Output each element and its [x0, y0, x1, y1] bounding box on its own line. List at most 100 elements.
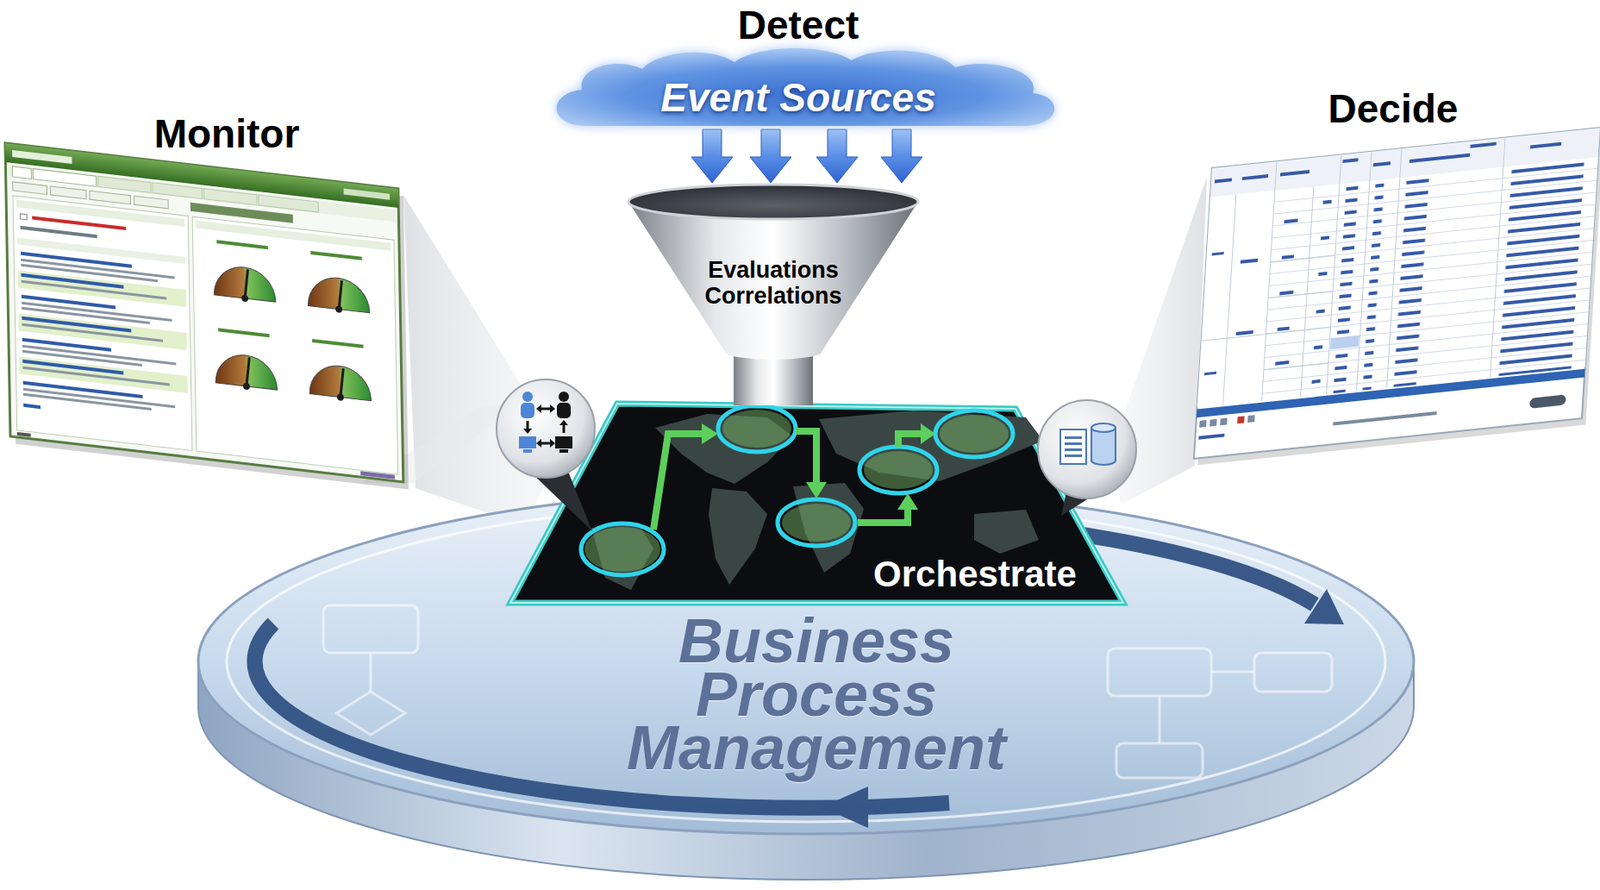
screen-part: [1242, 174, 1269, 181]
location-ring: [935, 410, 1013, 457]
workflow-bubble-part: [539, 442, 552, 445]
event-arrow: [816, 129, 858, 183]
screen-part: [1200, 327, 1331, 342]
screen-part: [1240, 258, 1258, 264]
screen-part: [1323, 200, 1332, 205]
faint-flowchart-part: [336, 691, 406, 735]
screen-part: [89, 190, 132, 205]
screen-part: [338, 280, 344, 310]
screen-part: [21, 294, 116, 310]
workflow-bubble-part: [523, 428, 532, 434]
screen-part: [1247, 414, 1255, 423]
screen-part: [258, 194, 319, 213]
screen-part: [97, 175, 151, 193]
workflow-bubble-part: [559, 449, 569, 453]
screen-part: [17, 431, 32, 438]
screen-part: [19, 213, 27, 220]
screen-part: [1196, 368, 1586, 419]
screen-part: [1529, 393, 1567, 408]
workflow-bubble-part: [523, 449, 532, 453]
screen-part: [343, 188, 391, 200]
text-slot: Orchestrate: [873, 553, 1077, 595]
screen-part: [1268, 291, 1333, 299]
workflow-bubble-part: [496, 379, 595, 478]
faint-flowchart-part: [323, 605, 419, 653]
screen-part: [1356, 151, 1372, 391]
screen-part: [192, 216, 399, 475]
screen-part: [243, 382, 250, 391]
screen-part: [1490, 137, 1506, 377]
screen-part: [1214, 177, 1232, 183]
screen-part: [1197, 156, 1599, 408]
workflow-bubble-part: [527, 468, 593, 532]
world-map-panel-part: [863, 450, 933, 489]
screen-part: [337, 393, 344, 401]
event-arrow: [691, 129, 733, 183]
stage-heading: Detect: [737, 1, 860, 49]
workflow-bubble-part: [558, 391, 569, 402]
data-bubble: [1037, 400, 1137, 516]
monitor-screen: Monitor: [3, 94, 418, 509]
cloud-glow: [556, 48, 1056, 126]
workflow-bubble-part: [536, 404, 542, 413]
event-source-cloud: DetectEvent Sources: [534, 0, 1069, 130]
route-arrows-part: [897, 493, 919, 510]
screen-part: [335, 305, 343, 313]
workflow-bubble-part: [562, 424, 566, 433]
workflow-bubble-part: [526, 420, 530, 430]
screen-part: [1318, 271, 1327, 276]
screen-part: [244, 268, 250, 299]
screen-part: [1326, 154, 1342, 394]
workflow-bubble-part: [520, 402, 535, 419]
text-slot: Evaluations Correlations: [682, 256, 864, 309]
screen-part: [1193, 127, 1600, 459]
location-ring: [859, 446, 938, 494]
funnel-cone: [628, 201, 919, 360]
workflow-bubble-part: [555, 436, 573, 449]
stage-heading: Monitor: [154, 110, 300, 157]
data-bubble-part: [1064, 454, 1082, 457]
text-slot: Business Process Management: [592, 613, 1041, 775]
event-arrow: [750, 129, 792, 183]
screen-part: [18, 356, 188, 394]
screen-part: [5, 143, 404, 482]
screen-part: [245, 356, 250, 387]
data-bubble-part: [1064, 436, 1082, 439]
screen-part: [50, 186, 87, 200]
world-map-panel-part: [939, 414, 1009, 453]
screen-part: [23, 403, 41, 409]
screen-part: [1280, 169, 1310, 177]
data-bubble-part: [1064, 442, 1082, 445]
screen-part: [195, 220, 391, 251]
location-ring: [581, 523, 664, 575]
platform-label: Business Process Management: [592, 613, 1041, 775]
screen-part: [1279, 290, 1294, 296]
workflow-bubble-part: [550, 438, 556, 448]
faint-flowchart-part: [1107, 648, 1212, 696]
screen-part: [339, 368, 344, 398]
faint-flowchart-part: [369, 652, 373, 692]
screen-part: [1275, 360, 1289, 366]
gauge: [307, 274, 370, 313]
screen-part: [241, 294, 249, 303]
screen-part: [1373, 161, 1391, 167]
rules-table-screenshot: [1189, 81, 1600, 470]
data-bubble-part: [1060, 429, 1087, 464]
screen-part: [22, 366, 170, 387]
screen-part: [1223, 194, 1237, 406]
screen-part: [1283, 218, 1298, 225]
screen-part: [1470, 142, 1497, 149]
screen-part: [216, 239, 269, 250]
screen-part: [1219, 418, 1227, 426]
gauge: [309, 362, 372, 400]
screen-part: [21, 280, 168, 300]
screen-part: [1281, 254, 1294, 259]
world-map-panel-part: [722, 409, 792, 448]
screen-part: [1330, 335, 1360, 350]
screen-part: [18, 312, 188, 350]
gauge: [213, 263, 276, 302]
screen-part: [310, 250, 363, 261]
funnel-label: Evaluations Correlations: [682, 256, 864, 309]
workflow-bubble-part: [522, 391, 533, 402]
screen-part: [1313, 344, 1323, 350]
